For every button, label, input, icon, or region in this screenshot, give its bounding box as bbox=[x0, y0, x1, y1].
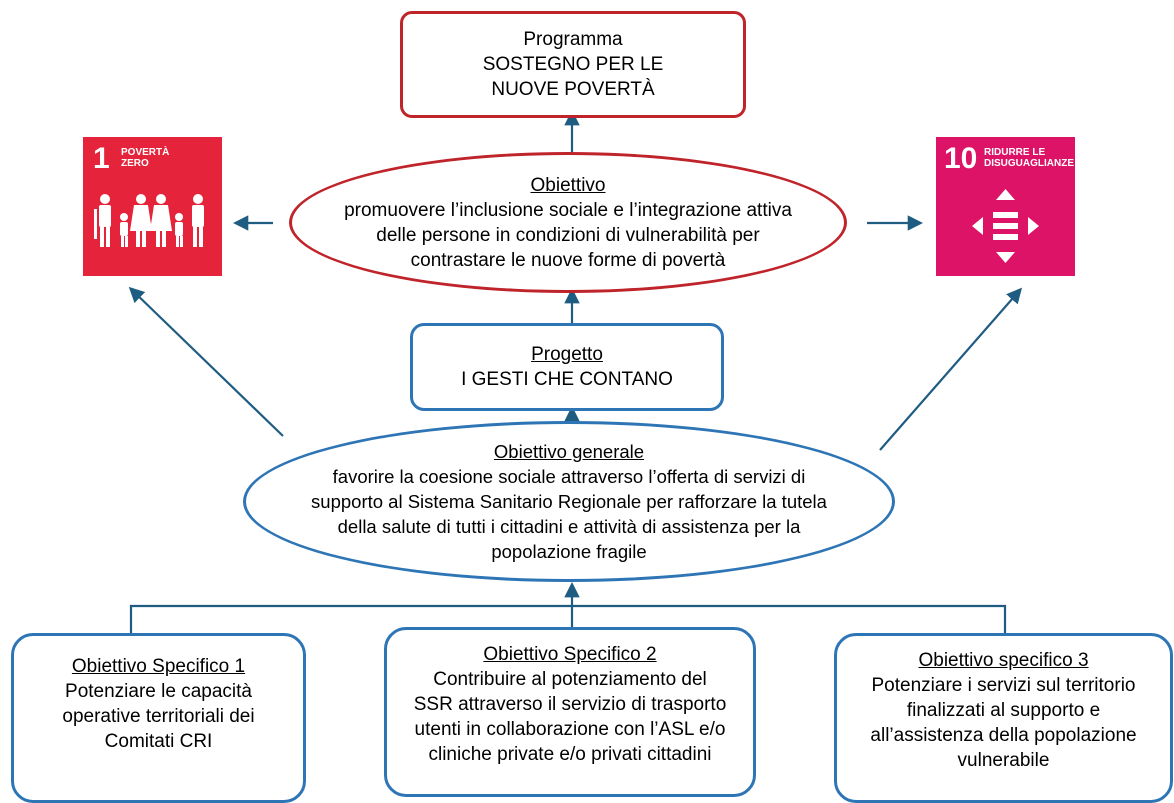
sdg1-title-line1: POVERTÀ bbox=[121, 147, 170, 158]
obiettivo-specifico-2-heading: Obiettivo Specifico 2 bbox=[483, 644, 657, 665]
sdg10-tile: 10 RIDURRE LE DISUGUAGLIANZE bbox=[936, 137, 1075, 276]
family-icon bbox=[94, 194, 204, 247]
obiettivo-specifico-3-heading: Obiettivo specifico 3 bbox=[918, 649, 1089, 671]
obiettivo-specifico-1-line2: operative territoriali dei bbox=[62, 706, 255, 727]
obiettivo-specifico-1-box: Obiettivo Specifico 1 Potenziare le capa… bbox=[11, 633, 306, 803]
obiettivo-generale-line4: popolazione fragile bbox=[491, 541, 647, 562]
programma-label: Programma bbox=[523, 29, 623, 50]
sdg10-title-line2: DISUGUAGLIANZE bbox=[984, 158, 1074, 169]
obiettivo-line1: promuovere l’inclusione sociale e l’inte… bbox=[344, 199, 792, 221]
obiettivo-specifico-3-line3: all’assistenza della popolazione bbox=[870, 724, 1137, 746]
obiettivo-specifico-1-heading: Obiettivo Specifico 1 bbox=[71, 656, 246, 677]
obiettivo-specifico-2-line2: SSR attraverso il servizio di trasporto bbox=[413, 694, 727, 715]
obiettivo-specifico-2-line1: Contribuire al potenziamento del bbox=[433, 669, 707, 690]
obiettivo-specifico-1-line3: Comitati CRI bbox=[104, 731, 213, 752]
obiettivo-specifico-2-box: Obiettivo Specifico 2 Contribuire al pot… bbox=[384, 627, 756, 797]
progetto-title: I GESTI CHE CONTANO bbox=[461, 369, 673, 390]
obiettivo-specifico-3-line2: finalizzati al supporto e bbox=[906, 699, 1101, 721]
programma-title-line1: SOSTEGNO PER LE bbox=[482, 54, 664, 75]
progetto-heading: Progetto bbox=[531, 344, 603, 365]
arrow-generale-to-sdg10 bbox=[879, 287, 1023, 451]
obiettivo-generale-ellipse: Obiettivo generale favorire la coesione … bbox=[243, 421, 895, 582]
obiettivo-heading: Obiettivo bbox=[530, 174, 606, 196]
sdg10-title: RIDURRE LE DISUGUAGLIANZE bbox=[984, 147, 1074, 169]
programma-title-line2: NUOVE POVERTÀ bbox=[491, 79, 655, 100]
obiettivo-ellipse: Obiettivo promuovere l’inclusione social… bbox=[289, 152, 847, 293]
obiettivo-specifico-3-line1: Potenziare i servizi sul territorio bbox=[871, 674, 1136, 696]
sdg10-title-line1: RIDURRE LE bbox=[984, 147, 1046, 158]
obiettivo-specifico-3-box: Obiettivo specifico 3 Potenziare i servi… bbox=[834, 633, 1173, 803]
arrow-generale-to-sdg1 bbox=[128, 286, 284, 437]
equality-icon bbox=[972, 189, 1039, 263]
obiettivo-specifico-3-line4: vulnerabile bbox=[957, 749, 1050, 771]
sdg10-number: 10 bbox=[944, 142, 978, 175]
obiettivo-specifico-2-line3: utenti in collaborazione con l’ASL e/o bbox=[414, 719, 726, 740]
sdg1-title-line2: ZERO bbox=[121, 158, 149, 169]
obiettivo-specifico-2-line4: cliniche private e/o privati cittadini bbox=[428, 744, 712, 765]
programma-box: Programma SOSTEGNO PER LE NUOVE POVERTÀ bbox=[400, 11, 746, 118]
sdg1-tile: 1 POVERTÀ ZERO bbox=[83, 137, 222, 276]
obiettivo-generale-line1: favorire la coesione sociale attraverso … bbox=[332, 466, 806, 487]
progetto-box: Progetto I GESTI CHE CONTANO bbox=[410, 323, 724, 411]
obiettivo-line3: contrastare le nuove forme di povertà bbox=[410, 249, 726, 271]
obiettivo-generale-heading: Obiettivo generale bbox=[493, 441, 645, 462]
sdg1-number: 1 bbox=[93, 142, 110, 175]
obiettivo-line2: delle persone in condizioni di vulnerabi… bbox=[376, 224, 760, 246]
obiettivo-generale-line2: supporto al Sistema Sanitario Regionale … bbox=[311, 491, 827, 512]
obiettivo-generale-line3: della salute di tutti i cittadini e atti… bbox=[337, 516, 801, 537]
obiettivo-specifico-1-line1: Potenziare le capacità bbox=[65, 681, 252, 702]
sdg1-title: POVERTÀ ZERO bbox=[121, 147, 181, 169]
